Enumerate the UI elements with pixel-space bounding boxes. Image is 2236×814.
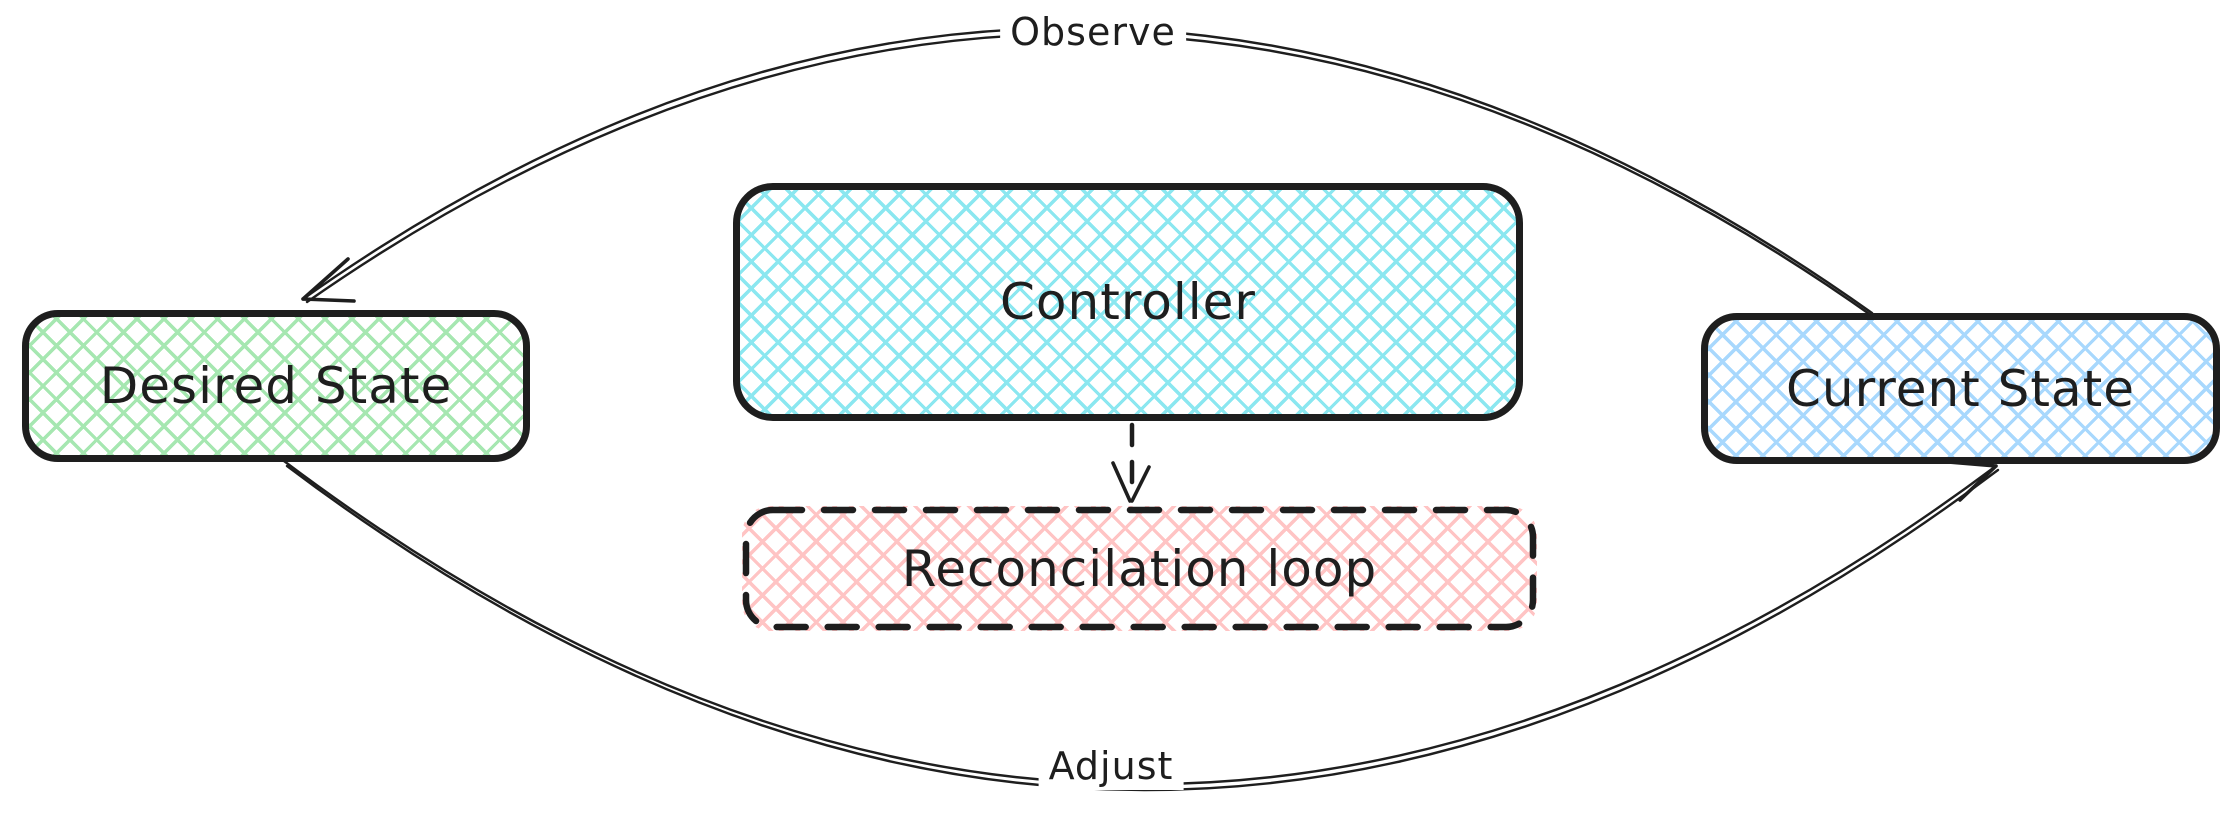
- node-reconciliation-loop: Reconcilation loop: [742, 506, 1537, 631]
- node-controller-label: Controller: [1000, 273, 1256, 331]
- controller-to-loop-arrow-icon: [1111, 422, 1151, 503]
- node-controller: Controller: [733, 183, 1523, 421]
- edge-label-observe: Observe: [1000, 8, 1186, 56]
- node-desired-state-label: Desired State: [99, 357, 453, 415]
- node-current-state-label: Current State: [1785, 359, 2136, 418]
- node-desired-state: Desired State: [22, 310, 530, 462]
- node-reconciliation-loop-label: Reconcilation loop: [901, 539, 1378, 598]
- node-current-state: Current State: [1701, 313, 2220, 464]
- edge-label-adjust: Adjust: [1038, 742, 1184, 790]
